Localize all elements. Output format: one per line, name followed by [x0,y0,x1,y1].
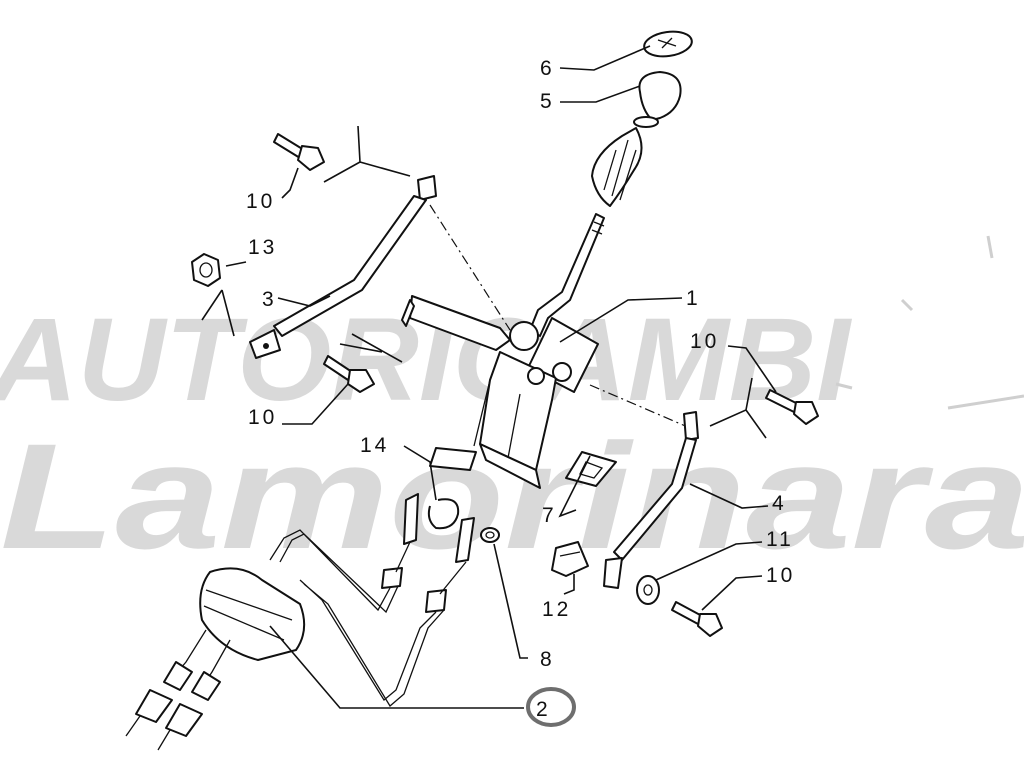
washer-11 [636,575,660,605]
washer-8 [480,527,500,543]
callout-10-top-left: 10 [246,190,275,213]
callout-13: 13 [248,236,277,259]
callout-10-right-lower: 10 [766,564,795,587]
callout-3: 3 [262,288,277,311]
gear-cable-assembly [125,493,475,751]
callout-7: 7 [542,504,557,527]
bolt-mid-left [323,355,375,393]
gear-knob [633,71,682,128]
leader-lines [201,45,777,709]
bolt-right-upper [765,389,819,425]
bolt-right-lower [671,601,723,637]
callout-14: 14 [360,434,389,457]
callout-10-right-upper: 10 [690,330,719,353]
gear-lever [529,213,605,337]
alignment-lines [429,204,691,429]
lever-boot [591,127,643,207]
highlight-ring [526,687,576,727]
callout-4: 4 [772,492,787,515]
bolt-top-left [273,133,325,171]
callout-6: 6 [540,57,555,80]
callout-2: 2 [536,698,551,721]
knob-cap [643,30,693,58]
gear-selector-housing [401,295,599,489]
bush [551,541,589,577]
callout-labels: 6 5 1 3 10 13 10 14 10 4 11 10 7 8 12 2 [246,57,795,727]
link-rod-right [603,411,699,589]
callout-12: 12 [542,598,571,621]
callout-10-mid-left: 10 [248,406,277,429]
callout-8: 8 [540,648,555,671]
callout-5: 5 [540,90,555,113]
circlip [427,498,460,530]
callout-1: 1 [686,287,701,310]
callout-11: 11 [766,528,794,551]
link-rod-left [249,175,437,359]
nut [191,253,221,287]
